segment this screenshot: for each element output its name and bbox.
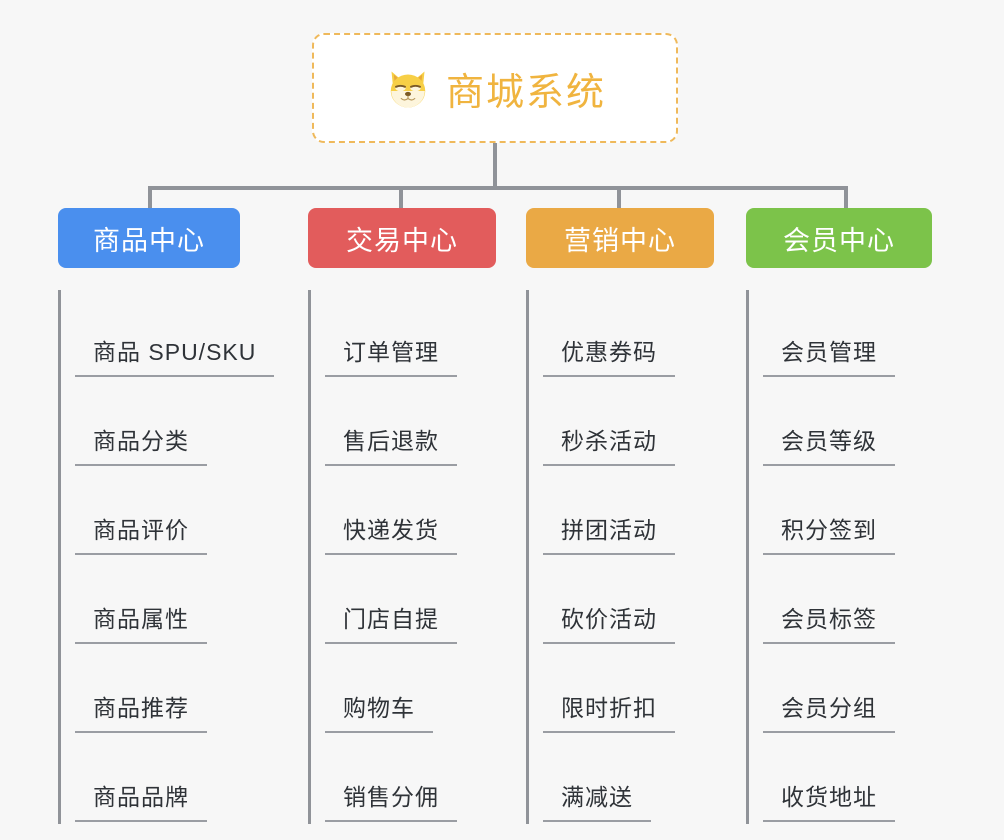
branch-item-list-trade: 订单管理 售后退款 快递发货 门店自提 购物车 销售分佣 bbox=[308, 290, 538, 824]
list-item-label: 订单管理 bbox=[325, 333, 457, 377]
list-item-label: 拼团活动 bbox=[543, 511, 675, 555]
list-item-label: 满减送 bbox=[543, 778, 651, 822]
list-item[interactable]: 商品评价 bbox=[75, 468, 298, 557]
list-item[interactable]: 会员分组 bbox=[763, 646, 976, 735]
list-item-label: 商品 SPU/SKU bbox=[75, 333, 275, 377]
list-item-label: 购物车 bbox=[325, 689, 433, 733]
branch-header-trade[interactable]: 交易中心 bbox=[308, 208, 496, 268]
list-item[interactable]: 收货地址 bbox=[763, 735, 976, 824]
list-item-label: 会员管理 bbox=[763, 333, 895, 377]
list-item-label: 会员等级 bbox=[763, 422, 895, 466]
list-item[interactable]: 商品 SPU/SKU bbox=[75, 290, 298, 379]
list-item-label: 售后退款 bbox=[325, 422, 457, 466]
list-item-label: 商品品牌 bbox=[75, 778, 207, 822]
list-item-label: 商品评价 bbox=[75, 511, 207, 555]
list-item-label: 砍价活动 bbox=[543, 600, 675, 644]
list-item-label: 积分签到 bbox=[763, 511, 895, 555]
list-item-label: 快递发货 bbox=[325, 511, 457, 555]
branch-item-list-marketing: 优惠券码 秒杀活动 拼团活动 砍价活动 限时折扣 满减送 bbox=[526, 290, 756, 824]
list-item[interactable]: 快递发货 bbox=[325, 468, 538, 557]
list-item[interactable]: 满减送 bbox=[543, 735, 756, 824]
list-item[interactable]: 商品属性 bbox=[75, 557, 298, 646]
branch-header-label: 会员中心 bbox=[783, 225, 895, 256]
branch-header-member[interactable]: 会员中心 bbox=[746, 208, 932, 268]
connector-root-stem bbox=[493, 143, 497, 189]
connector-horizontal-bus bbox=[148, 186, 848, 190]
list-item-label: 优惠券码 bbox=[543, 333, 675, 377]
connector-drop-4 bbox=[844, 186, 848, 210]
list-item[interactable]: 会员标签 bbox=[763, 557, 976, 646]
branch-header-marketing[interactable]: 营销中心 bbox=[526, 208, 714, 268]
list-item[interactable]: 优惠券码 bbox=[543, 290, 756, 379]
branch-item-list-member: 会员管理 会员等级 积分签到 会员标签 会员分组 收货地址 bbox=[746, 290, 976, 824]
connector-drop-1 bbox=[148, 186, 152, 210]
dog-face-icon bbox=[384, 64, 432, 112]
branch-column-product: 商品中心 商品 SPU/SKU 商品分类 商品评价 商品属性 商品推荐 商品品牌 bbox=[58, 208, 298, 824]
list-item[interactable]: 限时折扣 bbox=[543, 646, 756, 735]
list-item-label: 收货地址 bbox=[763, 778, 895, 822]
list-item-label: 商品分类 bbox=[75, 422, 207, 466]
list-item[interactable]: 积分签到 bbox=[763, 468, 976, 557]
root-node[interactable]: 商城系统 bbox=[312, 33, 678, 143]
list-item[interactable]: 会员等级 bbox=[763, 379, 976, 468]
list-item[interactable]: 门店自提 bbox=[325, 557, 538, 646]
branch-header-product[interactable]: 商品中心 bbox=[58, 208, 240, 268]
list-item-label: 门店自提 bbox=[325, 600, 457, 644]
list-item[interactable]: 订单管理 bbox=[325, 290, 538, 379]
list-item[interactable]: 砍价活动 bbox=[543, 557, 756, 646]
list-item[interactable]: 售后退款 bbox=[325, 379, 538, 468]
branch-column-marketing: 营销中心 优惠券码 秒杀活动 拼团活动 砍价活动 限时折扣 满减送 bbox=[526, 208, 756, 824]
list-item-label: 销售分佣 bbox=[325, 778, 457, 822]
branch-item-list-product: 商品 SPU/SKU 商品分类 商品评价 商品属性 商品推荐 商品品牌 bbox=[58, 290, 298, 824]
list-item[interactable]: 秒杀活动 bbox=[543, 379, 756, 468]
list-item-label: 限时折扣 bbox=[543, 689, 675, 733]
connector-drop-2 bbox=[399, 186, 403, 210]
list-item[interactable]: 商品推荐 bbox=[75, 646, 298, 735]
branch-header-label: 营销中心 bbox=[564, 225, 676, 256]
list-item[interactable]: 销售分佣 bbox=[325, 735, 538, 824]
list-item[interactable]: 拼团活动 bbox=[543, 468, 756, 557]
list-item[interactable]: 会员管理 bbox=[763, 290, 976, 379]
list-item[interactable]: 购物车 bbox=[325, 646, 538, 735]
connector-drop-3 bbox=[617, 186, 621, 210]
branch-header-label: 交易中心 bbox=[346, 225, 458, 256]
list-item-label: 商品属性 bbox=[75, 600, 207, 644]
list-item[interactable]: 商品分类 bbox=[75, 379, 298, 468]
list-item-label: 会员标签 bbox=[763, 600, 895, 644]
branch-column-member: 会员中心 会员管理 会员等级 积分签到 会员标签 会员分组 收货地址 bbox=[746, 208, 976, 824]
list-item[interactable]: 商品品牌 bbox=[75, 735, 298, 824]
branch-column-trade: 交易中心 订单管理 售后退款 快递发货 门店自提 购物车 销售分佣 bbox=[308, 208, 538, 824]
list-item-label: 会员分组 bbox=[763, 689, 895, 733]
branch-header-label: 商品中心 bbox=[93, 225, 205, 256]
root-title: 商城系统 bbox=[445, 71, 606, 114]
list-item-label: 秒杀活动 bbox=[543, 422, 675, 466]
list-item-label: 商品推荐 bbox=[75, 689, 207, 733]
